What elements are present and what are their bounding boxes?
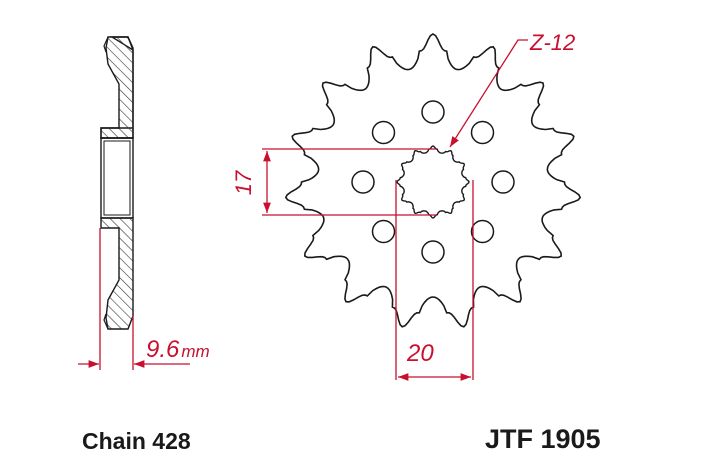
- thickness-value: 9.6: [146, 336, 180, 363]
- sprocket-outer-teeth: [284, 33, 582, 328]
- height-dimension-label: 17: [231, 170, 257, 196]
- bolt-hole: [421, 240, 445, 264]
- bolt-hole: [421, 100, 445, 124]
- bolt-hole: [351, 170, 375, 194]
- chain-size-caption: Chain 428: [82, 428, 191, 454]
- side-profile-view: [100, 36, 134, 330]
- bolt-hole: [470, 219, 495, 244]
- bolt-hole: [491, 170, 515, 194]
- sprocket-dimensions: [262, 39, 528, 381]
- thickness-dimension: [78, 228, 190, 370]
- bolt-hole: [371, 120, 396, 145]
- bolt-hole: [470, 120, 495, 145]
- profile-hub-bore: [100, 137, 134, 219]
- bolt-holes: [351, 100, 515, 264]
- width-dimension-label: 20: [407, 340, 434, 367]
- bolt-hole: [371, 219, 396, 244]
- spline-bore: [396, 145, 470, 219]
- profile-lower-section: [100, 217, 134, 330]
- thickness-unit: mm: [181, 342, 210, 361]
- part-number-caption: JTF 1905: [485, 424, 601, 454]
- sprocket-front-view: [284, 33, 582, 328]
- spline-count-label: Z-12: [530, 30, 576, 55]
